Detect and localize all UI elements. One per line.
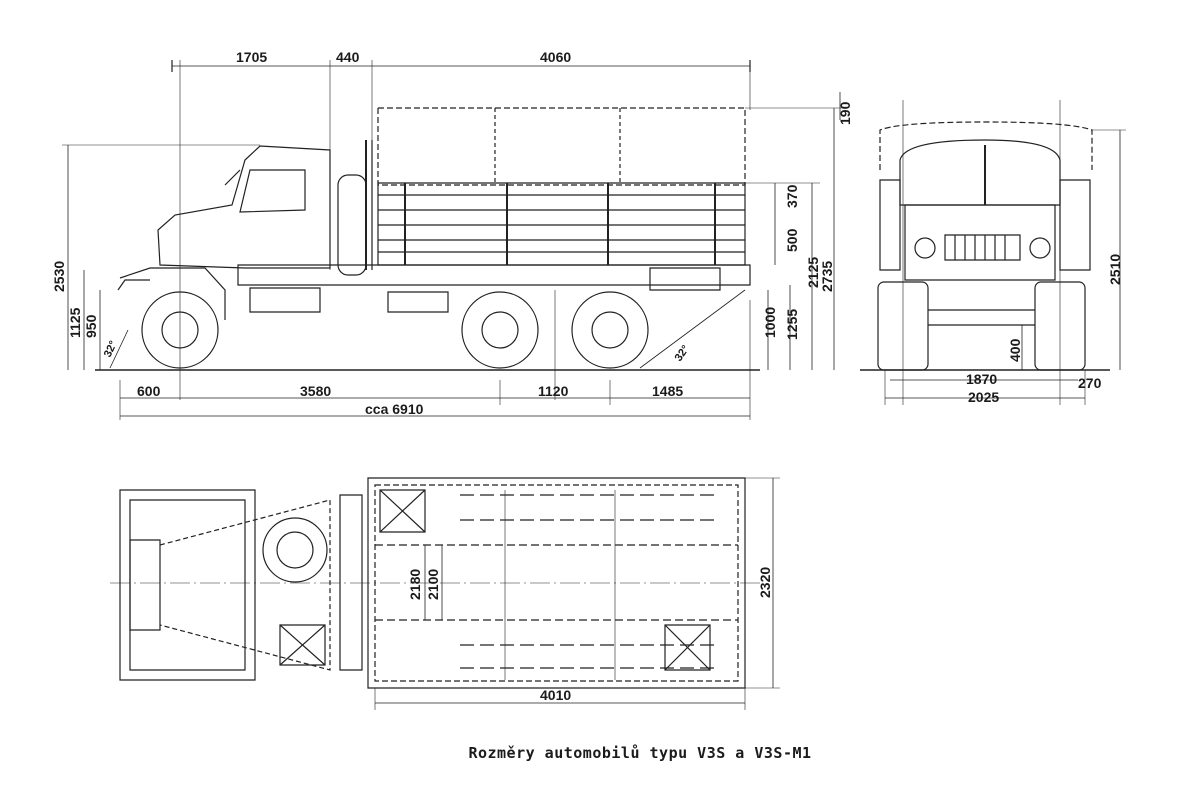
dim-front-height: 2510	[1107, 254, 1123, 285]
dim-frame-height: 950	[83, 314, 99, 338]
drawing-caption: Rozměry automobilů typu V3S a V3S-M1	[468, 744, 812, 762]
dim-side-board: 500	[784, 228, 800, 252]
dim-track: 1870	[966, 371, 997, 387]
top-view	[110, 478, 780, 710]
dim-front-overhang: 1705	[236, 49, 267, 65]
dim-tarp-height: 190	[837, 101, 853, 125]
dim-inner-width-2: 2100	[425, 569, 441, 600]
dim-overall-height: 2530	[51, 261, 67, 292]
dim-front-angle: 32°	[102, 339, 120, 359]
dim-side-height: 2125	[805, 257, 821, 288]
dim-bumper-height: 1125	[67, 307, 83, 338]
dim-cab-gap: 440	[336, 49, 360, 65]
dim-total-height: 2735	[819, 261, 835, 292]
dim-axle-spacing: 1120	[538, 383, 569, 399]
side-view	[62, 60, 845, 420]
dim-overall-length: cca 6910	[365, 401, 424, 417]
dim-ground-clearance: 400	[1007, 338, 1023, 362]
dim-tyre-width: 270	[1078, 375, 1102, 391]
front-view	[860, 100, 1126, 405]
dim-side-top: 370	[784, 184, 800, 208]
dim-rear-angle: 32°	[673, 343, 692, 364]
front-view-labels: 2510 400 1870 270 2025	[966, 254, 1123, 405]
top-view-labels: 2180 2100 2320 4010	[407, 567, 773, 703]
dim-floor-height: 1000	[762, 307, 778, 338]
dim-wheelbase: 3580	[300, 383, 331, 399]
dim-bed-height: 1255	[784, 309, 800, 340]
dim-rear-overhang: 1485	[652, 383, 683, 399]
dim-bed-length: 4060	[540, 49, 571, 65]
dim-overall-width: 2025	[968, 389, 999, 405]
dim-top-overall-width: 2320	[757, 567, 773, 598]
dim-inner-width: 2180	[407, 569, 423, 600]
dim-bed-length-top: 4010	[540, 687, 571, 703]
dim-front-overhang-bottom: 600	[137, 383, 161, 399]
side-view-labels: 1705 440 4060 190 600 3580 1120 1485 cca…	[51, 49, 853, 417]
